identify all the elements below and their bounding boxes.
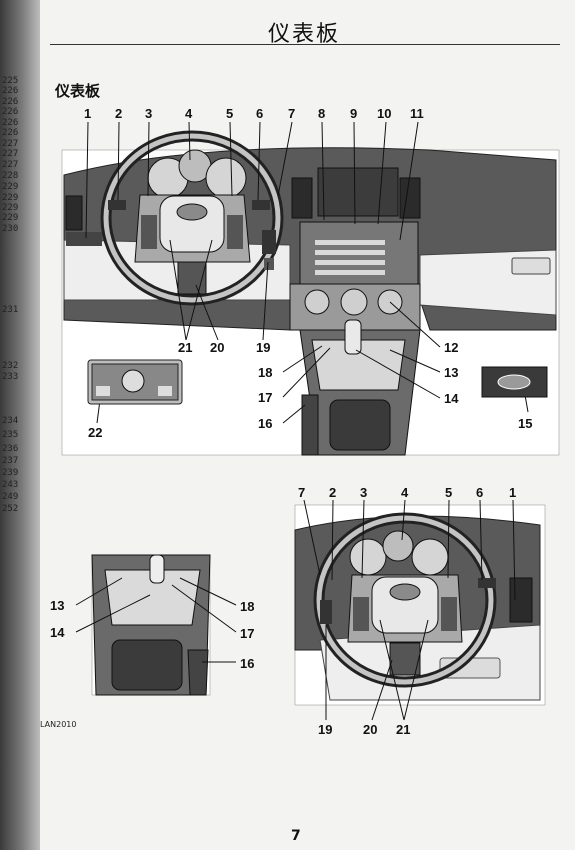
- callout-console-14: 14: [50, 625, 65, 640]
- figure-code: LAN2010: [40, 720, 77, 729]
- callout-rhd-1: 1: [509, 485, 516, 500]
- edge-number: 225: [2, 76, 19, 86]
- callout-rhd-21: 21: [396, 722, 410, 737]
- page-title: 仪表板: [268, 22, 341, 47]
- callout-main-14: 14: [444, 391, 459, 406]
- edge-number: 228: [2, 171, 19, 181]
- edge-number: 227: [2, 139, 19, 149]
- callout-main-13: 13: [444, 365, 458, 380]
- main-dashboard-figure: 1 2 3 4 5 6 7 8 9 10 11 12 13 14 15 16 1…: [61, 106, 560, 456]
- edge-number: 226: [2, 128, 19, 138]
- edge-number: 232: [2, 361, 19, 371]
- callout-main-10: 10: [377, 106, 391, 121]
- callout-main-2: 2: [115, 106, 122, 121]
- rhd-dashboard-figure: 7 2 3 4 5 6 1 19 20 21: [294, 485, 546, 737]
- callout-rhd-7: 7: [298, 485, 305, 500]
- callout-console-13: 13: [50, 598, 64, 613]
- edge-number: 226: [2, 107, 19, 117]
- edge-number: 252: [2, 504, 19, 514]
- edge-number: 234: [2, 416, 19, 426]
- callout-rhd-4: 4: [401, 485, 409, 500]
- edge-number: 226: [2, 97, 19, 107]
- callout-console-18: 18: [240, 599, 254, 614]
- callout-main-12: 12: [444, 340, 458, 355]
- callout-rhd-6: 6: [476, 485, 483, 500]
- edge-number: 237: [2, 456, 19, 466]
- callout-main-11: 11: [410, 106, 424, 121]
- title-rule: [50, 44, 560, 45]
- callout-main-8: 8: [318, 106, 325, 121]
- edge-number: 226: [2, 86, 19, 96]
- section-title: 仪表板: [55, 82, 101, 100]
- edge-number: 239: [2, 468, 19, 478]
- edge-number: 249: [2, 492, 19, 502]
- callout-main-17: 17: [258, 390, 272, 405]
- callout-main-3: 3: [145, 106, 152, 121]
- book-binding: [0, 0, 40, 850]
- edge-number: 229: [2, 203, 19, 213]
- callout-rhd-3: 3: [360, 485, 367, 500]
- edge-number: 229: [2, 213, 19, 223]
- edge-number: 227: [2, 160, 19, 170]
- callout-rhd-5: 5: [445, 485, 452, 500]
- edge-number: 243: [2, 480, 19, 490]
- callout-rhd-19: 19: [318, 722, 332, 737]
- edge-number: 233: [2, 372, 19, 382]
- edge-number: 236: [2, 444, 19, 454]
- edge-number: 229: [2, 182, 19, 192]
- callout-console-16: 16: [240, 656, 254, 671]
- callout-main-1: 1: [84, 106, 91, 121]
- callout-rhd-20: 20: [363, 722, 377, 737]
- callout-main-9: 9: [350, 106, 357, 121]
- callout-main-15: 15: [518, 416, 532, 431]
- callout-main-19: 19: [256, 340, 270, 355]
- edge-number: 231: [2, 305, 19, 315]
- console-inset-figure: 13 14 16 17 18: [50, 554, 254, 696]
- callout-main-21: 21: [178, 340, 192, 355]
- callout-main-20: 20: [210, 340, 224, 355]
- edge-number: 230: [2, 224, 19, 234]
- callout-main-5: 5: [226, 106, 233, 121]
- callout-main-4: 4: [185, 106, 193, 121]
- edge-number: 226: [2, 118, 19, 128]
- edge-number: 235: [2, 430, 19, 440]
- edge-number: 229: [2, 193, 19, 203]
- edge-number: 227: [2, 149, 19, 159]
- callout-main-22: 22: [88, 425, 102, 440]
- callout-main-18: 18: [258, 365, 272, 380]
- callout-main-16: 16: [258, 416, 272, 431]
- callout-main-6: 6: [256, 106, 263, 121]
- page-number: 7: [291, 828, 301, 844]
- callout-rhd-2: 2: [329, 485, 336, 500]
- callout-console-17: 17: [240, 626, 254, 641]
- callout-main-7: 7: [288, 106, 295, 121]
